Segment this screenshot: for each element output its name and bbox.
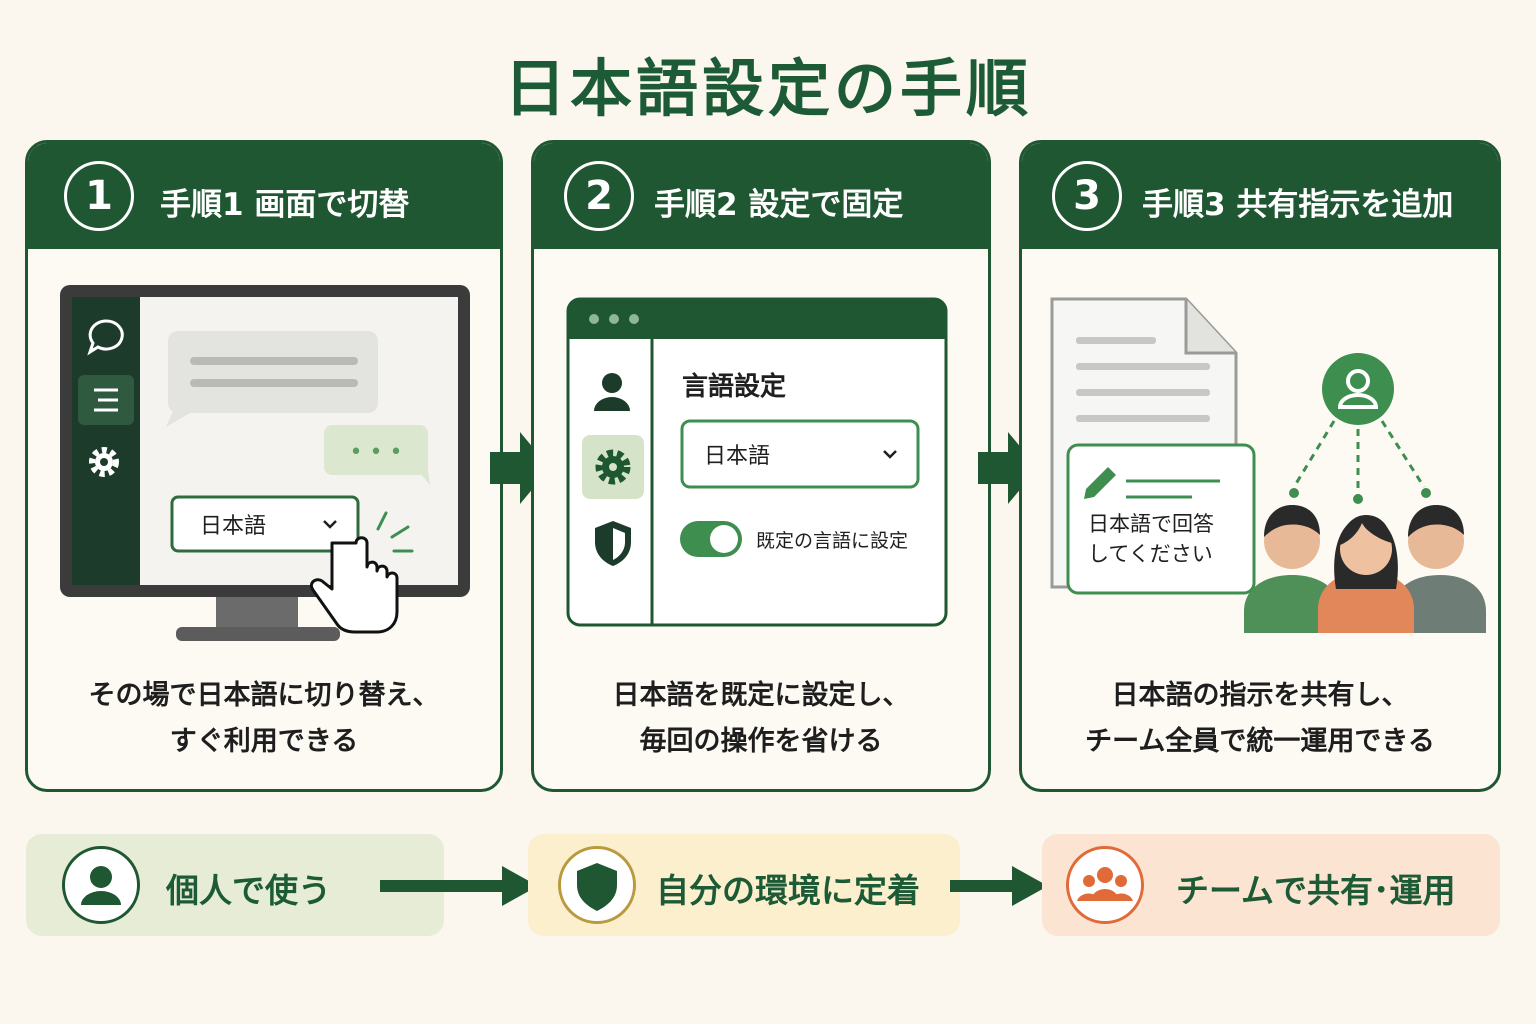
pencil-icon [1084,467,1116,499]
step-card-2: 2 手順2 設定で固定 [531,140,991,792]
list-icon[interactable] [94,388,118,412]
flow-stage-environment: 自分の環境に定着 [528,834,960,936]
page-title: 日本語設定の手順 [503,52,1032,125]
shield-icon [558,846,636,924]
step-card-header: 2 手順2 設定で固定 [534,143,988,249]
language-dropdown[interactable]: 日本語 [170,495,360,553]
step-illustration: 日本語で回答 してください [1022,249,1498,669]
step-number-badge: 1 [64,161,134,231]
chat-icon[interactable] [87,319,124,356]
step-card-header: 1 手順1 画面で切替 [28,143,500,249]
step-card-header: 3 手順3 共有指示を追加 [1022,143,1498,249]
step-description: その場で日本語に切り替え、 すぐ利用できる [88,680,440,757]
gear-icon[interactable] [595,449,631,485]
flow-stage-label: 個人で使う [166,871,331,910]
step-title: 手順1 画面で切替 [160,187,410,223]
chevron-down-icon [883,450,897,459]
toggle-label: 既定の言語に設定 [756,530,908,552]
shield-icon[interactable] [595,521,631,566]
step-number-badge: 3 [1052,161,1122,231]
dropdown-value: 日本語 [200,514,266,539]
flow-stage-label: チームで共有･運用 [1176,871,1456,910]
person-icon [62,846,140,924]
monitor-illustration: • • • 日本語 [60,285,470,641]
gear-icon[interactable] [89,447,119,477]
user-icon [1322,353,1394,425]
settings-window-illustration: 言語設定 日本語 既定の言語に設定 [566,297,948,627]
step-title: 手順3 共有指示を追加 [1142,187,1454,223]
flow-arrow-icon [950,866,1048,906]
user-icon[interactable] [594,373,630,411]
team-share-illustration: 日本語で回答 してください [1050,297,1486,633]
chevron-down-icon [323,520,337,529]
step-card-1: 1 手順1 画面で切替 [25,140,503,792]
flow-stage-label: 自分の環境に定着 [656,871,920,910]
dropdown-value: 日本語 [704,444,770,469]
step-illustration: 言語設定 日本語 既定の言語に設定 [534,249,988,669]
default-language-toggle[interactable] [680,521,742,557]
instruction-text: 日本語で回答 してください [1088,512,1221,566]
cursor-hand-icon [309,536,399,634]
step-illustration: • • • 日本語 [28,249,500,669]
settings-heading: 言語設定 [682,371,786,402]
step-title: 手順2 設定で固定 [654,187,904,223]
flow-arrow-icon [380,866,538,906]
group-icon [1066,846,1144,924]
typing-dots: • • • [350,440,403,465]
step-card-3: 3 手順3 共有指示を追加 日本語で回答 してください [1019,140,1501,792]
step-description: 日本語の指示を共有し、 チーム全員で統一運用できる [1085,680,1435,757]
flow-stage-personal: 個人で使う [26,834,444,936]
flow-stage-team: チームで共有･運用 [1042,834,1500,936]
step-description: 日本語を既定に設定し、 毎回の操作を省ける [612,680,910,757]
step-number-badge: 2 [564,161,634,231]
team-icon [1244,505,1486,633]
default-language-dropdown[interactable]: 日本語 [680,419,920,489]
